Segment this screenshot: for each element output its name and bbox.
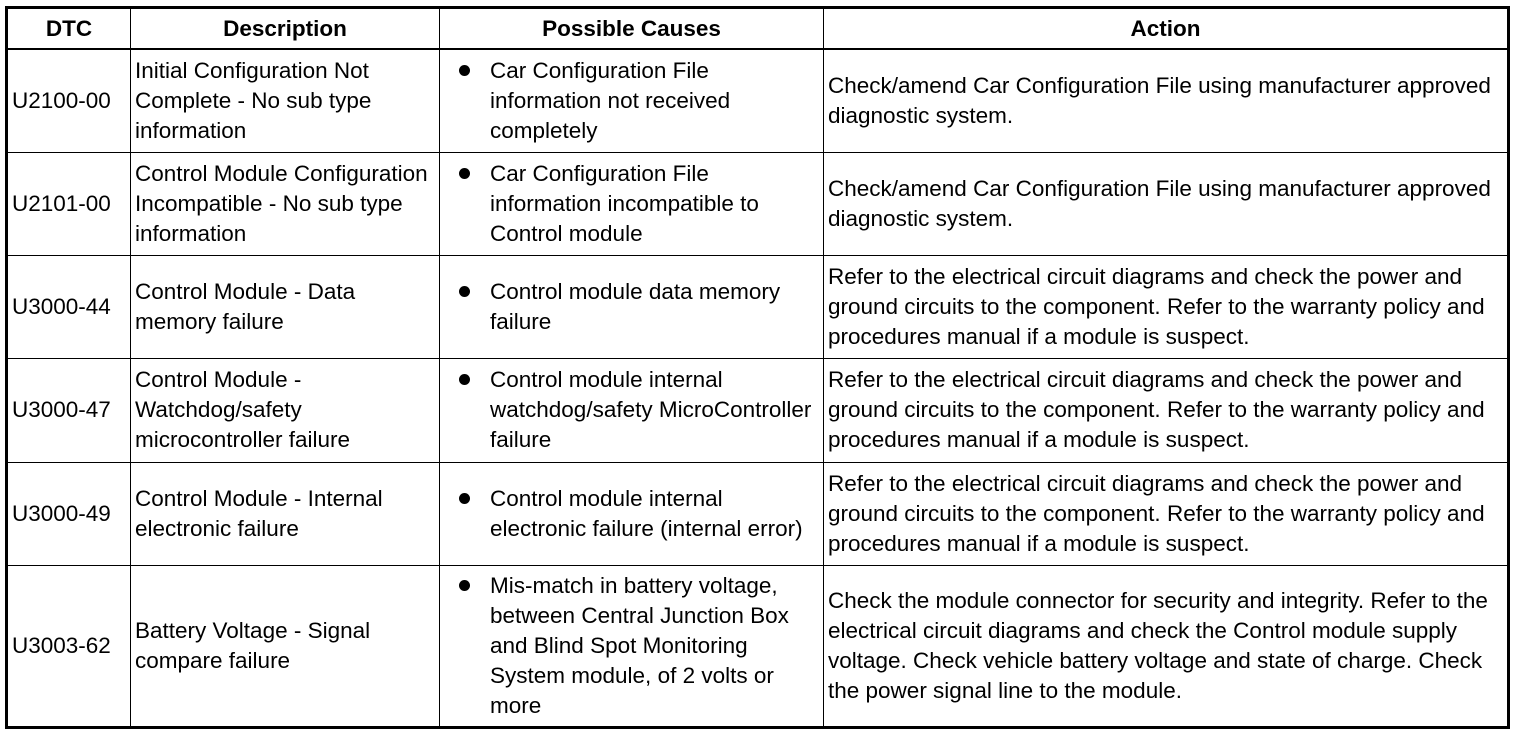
action-text: Refer to the electrical circuit diagrams… [823, 255, 1509, 359]
possible-causes-cell: Control module internal electronic failu… [439, 462, 824, 566]
dtc-code: U2101-00 [6, 152, 131, 256]
document-page: DTC Description Possible Causes Action U… [5, 6, 1510, 729]
bullet-icon [459, 492, 470, 504]
action-text: Refer to the electrical circuit diagrams… [823, 462, 1509, 566]
cause-list: Mis-match in battery voltage, between Ce… [444, 571, 819, 721]
table-header: DTC Description Possible Causes Action [6, 7, 1509, 50]
header-action: Action [823, 7, 1509, 50]
bullet-icon [459, 167, 470, 179]
header-row: DTC Description Possible Causes Action [6, 7, 1509, 50]
action-text: Check the module connector for security … [823, 565, 1509, 728]
dtc-description: Initial Configuration Not Complete - No … [130, 48, 440, 153]
dtc-code: U3000-49 [6, 462, 131, 566]
dtc-table: DTC Description Possible Causes Action U… [5, 6, 1510, 729]
possible-causes-cell: Control module internal watchdog/safety … [439, 358, 824, 463]
cause-text: Control module data memory failure [490, 278, 781, 334]
cause-text: Mis-match in battery voltage, between Ce… [490, 572, 789, 718]
possible-causes-cell: Car Configuration File information not r… [439, 48, 824, 153]
cause-list: Control module internal electronic failu… [444, 484, 819, 544]
action-text: Refer to the electrical circuit diagrams… [823, 358, 1509, 463]
header-description: Description [130, 7, 440, 50]
possible-causes-cell: Control module data memory failure [439, 255, 824, 359]
dtc-description: Battery Voltage - Signal compare failure [130, 565, 440, 728]
dtc-code: U2100-00 [6, 48, 131, 153]
possible-causes-cell: Car Configuration File information incom… [439, 152, 824, 256]
cause-item: Control module internal watchdog/safety … [444, 365, 819, 455]
cause-item: Car Configuration File information not r… [444, 56, 819, 146]
dtc-code: U3003-62 [6, 565, 131, 728]
cause-item: Mis-match in battery voltage, between Ce… [444, 571, 819, 721]
cause-list: Control module internal watchdog/safety … [444, 365, 819, 455]
bullet-icon [459, 579, 470, 591]
action-text: Check/amend Car Configuration File using… [823, 152, 1509, 256]
cause-text: Car Configuration File information incom… [490, 160, 759, 246]
bullet-icon [459, 374, 470, 385]
bullet-icon [459, 64, 470, 76]
table-row: U2101-00 Control Module Configuration In… [6, 152, 1509, 256]
dtc-description: Control Module - Watchdog/safety microco… [130, 358, 440, 463]
cause-list: Control module data memory failure [444, 277, 819, 337]
cause-item: Control module data memory failure [444, 277, 819, 337]
possible-causes-cell: Mis-match in battery voltage, between Ce… [439, 565, 824, 728]
cause-item: Control module internal electronic failu… [444, 484, 819, 544]
table-row: U3000-44 Control Module - Data memory fa… [6, 255, 1509, 359]
table-row: U2100-00 Initial Configuration Not Compl… [6, 48, 1509, 153]
dtc-code: U3000-47 [6, 358, 131, 463]
dtc-description: Control Module - Data memory failure [130, 255, 440, 359]
cause-text: Control module internal watchdog/safety … [490, 367, 812, 452]
table-row: U3000-47 Control Module - Watchdog/safet… [6, 358, 1509, 463]
header-possible-causes: Possible Causes [439, 7, 824, 50]
cause-list: Car Configuration File information not r… [444, 56, 819, 146]
dtc-description: Control Module Configuration Incompatibl… [130, 152, 440, 256]
table-row: U3000-49 Control Module - Internal elect… [6, 462, 1509, 566]
action-text: Check/amend Car Configuration File using… [823, 48, 1509, 153]
table-row: U3003-62 Battery Voltage - Signal compar… [6, 565, 1509, 728]
cause-text: Control module internal electronic failu… [490, 485, 803, 541]
dtc-code: U3000-44 [6, 255, 131, 359]
bullet-icon [459, 285, 470, 297]
header-dtc: DTC [6, 7, 131, 50]
table-body: U2100-00 Initial Configuration Not Compl… [6, 48, 1509, 728]
cause-item: Car Configuration File information incom… [444, 159, 819, 249]
dtc-description: Control Module - Internal electronic fai… [130, 462, 440, 566]
cause-text: Car Configuration File information not r… [490, 57, 731, 143]
cause-list: Car Configuration File information incom… [444, 159, 819, 249]
